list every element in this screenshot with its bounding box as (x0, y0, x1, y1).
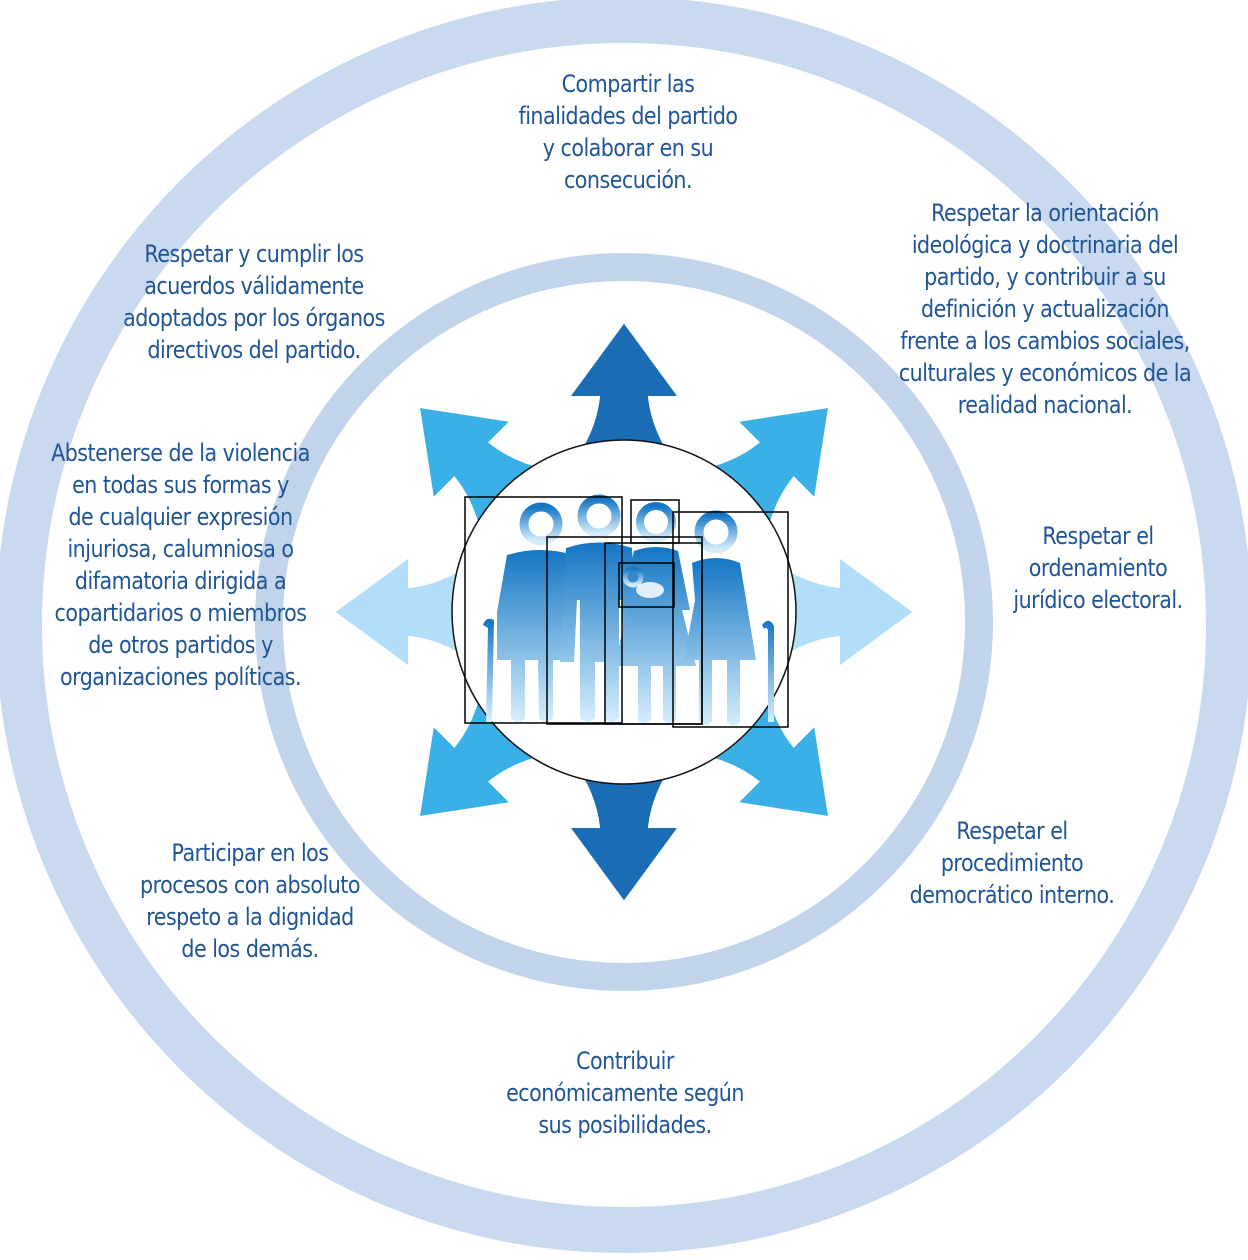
duty-top-right: Respetar la orientación ideológica y doc… (898, 199, 1192, 419)
duty-left: Abstenerse de la violencia en todas sus … (51, 439, 310, 691)
duty-bottom-right: Respetar el procedimiento democrático in… (909, 817, 1115, 909)
duty-right: Respetar el ordenamiento jurídico electo… (1013, 522, 1183, 614)
duty-bottom: Contribuir económicamente según sus posi… (506, 1047, 744, 1139)
baby-icon (622, 566, 664, 598)
girl-icon (614, 502, 696, 724)
figure-frames (464, 496, 789, 728)
duty-top: Compartir las finalidades del partido y … (518, 70, 738, 194)
inner-ring (255, 253, 993, 991)
duty-bottom-left: Participar en los procesos con absoluto … (140, 839, 360, 963)
grandfather-icon (483, 502, 573, 722)
duty-top-left: Respetar y cumplir los acuerdos válidame… (123, 240, 385, 364)
